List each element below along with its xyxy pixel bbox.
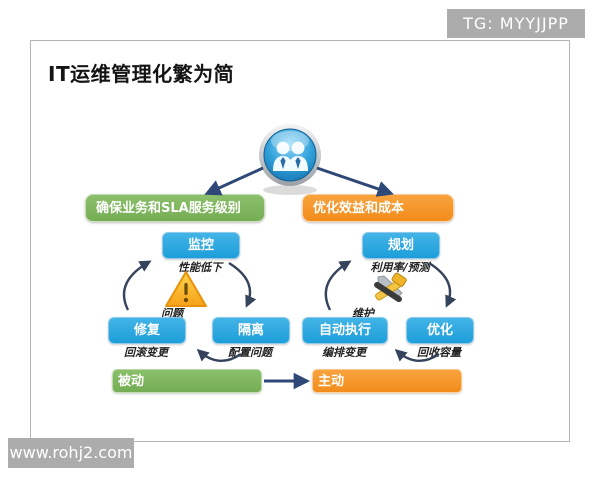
tg-watermark-badge: TG: MYYJJPP [447,9,585,38]
people-icon [253,122,327,196]
site-watermark-badge: www.rohj2.com [8,438,134,468]
note-orchestrate-change: 编排变更 [322,346,366,359]
note-rollback-change: 回滚变更 [124,346,168,359]
note-performance-low: 性能低下 [178,261,222,274]
banner-optimize-cost: 优化效益和成本 [302,194,454,222]
banner-ensure-sla: 确保业务和SLA服务级别 [85,194,265,222]
note-maintenance: 维护 [352,307,374,320]
warning-triangle-icon [163,268,209,310]
note-config-problem: 配置问题 [228,346,272,359]
tools-icon [369,270,411,312]
note-reclaim-capacity: 回收容量 [417,346,461,359]
node-repair: 修复 [108,317,186,344]
page-title: IT运维管理化繁为简 [48,62,235,86]
note-utilization-forecast: 利用率/预测 [370,261,430,274]
note-problem: 问题 [161,307,183,320]
node-plan: 规划 [362,232,440,259]
state-active: 主动 [312,369,462,393]
node-optimize: 优化 [406,317,474,344]
slide-frame [30,40,570,442]
node-isolate: 隔离 [212,317,290,344]
state-passive: 被动 [112,369,262,393]
node-monitor: 监控 [162,232,240,259]
node-auto-execute: 自动执行 [302,317,388,344]
